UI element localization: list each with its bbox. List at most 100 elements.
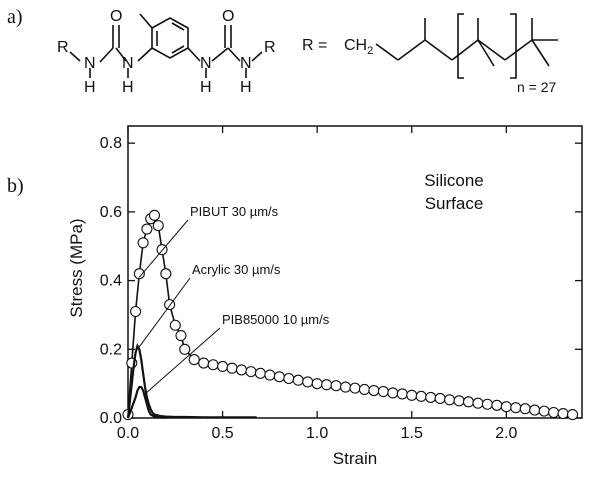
data-point <box>529 404 541 416</box>
data-point <box>453 395 465 407</box>
n-atom-label: N <box>200 55 212 72</box>
data-point <box>302 376 314 388</box>
series-label: PIBUT 30 µm/s <box>190 204 279 219</box>
annotation-leader <box>137 277 191 350</box>
bond <box>375 43 399 61</box>
x-tick-label: 2.0 <box>495 425 517 442</box>
repeat-bracket-left <box>457 13 464 79</box>
n-atom-label: N <box>84 55 96 72</box>
y-tick-label: 0.6 <box>100 204 122 221</box>
data-point <box>137 237 149 249</box>
data-point <box>519 403 531 415</box>
bond <box>171 45 185 54</box>
data-point <box>217 360 229 373</box>
data-point <box>254 367 266 379</box>
data-point <box>330 380 342 392</box>
data-point <box>148 209 161 221</box>
y-tick-label: 0.0 <box>100 410 122 427</box>
data-point <box>133 268 145 280</box>
panel-a-label: a) <box>7 6 23 28</box>
bond <box>99 47 114 63</box>
bond <box>424 39 453 61</box>
h-atom-label: H <box>200 79 212 96</box>
data-point <box>311 378 323 390</box>
data-point <box>339 381 352 393</box>
data-point <box>510 402 522 414</box>
bond <box>504 39 533 61</box>
n-atom-label: N <box>240 55 252 72</box>
data-point <box>434 392 446 404</box>
data-point <box>226 362 238 374</box>
bond <box>451 39 479 61</box>
chemical-structure: R N N N N H H H H O O R R = CH2 n = 27 <box>57 8 558 96</box>
bond <box>115 47 127 62</box>
data-point <box>444 394 456 406</box>
structure-bonds <box>69 13 558 79</box>
r-definition-label: R = <box>302 37 327 54</box>
bond <box>251 51 263 62</box>
x-tick-label: 1.5 <box>401 425 423 442</box>
structure-atoms: R N N N N H H H H O O R R = CH2 n = 27 <box>57 8 557 96</box>
data-point <box>500 401 512 413</box>
h-atom-label: H <box>240 79 252 96</box>
y-axis-label: Stress (MPa) <box>67 218 86 317</box>
series-label: Acrylic 30 µm/s <box>192 262 281 277</box>
bond <box>171 22 185 31</box>
data-point <box>321 379 333 391</box>
data-point <box>160 268 172 280</box>
bond <box>137 47 153 62</box>
data-point <box>358 383 371 396</box>
repeat-bracket-right <box>510 13 517 79</box>
o-atom-label: O <box>222 8 234 25</box>
annotation-leader <box>144 327 221 395</box>
methyl-bond <box>139 13 153 29</box>
repeat-count-label: n = 27 <box>517 79 557 95</box>
data-point <box>207 359 219 371</box>
annotation-leader <box>138 219 189 278</box>
bond <box>211 47 229 62</box>
ch2-label: CH2 <box>344 37 373 57</box>
x-tick-label: 0.0 <box>117 425 139 442</box>
inset-text: Surface <box>425 194 484 213</box>
bond <box>397 39 426 61</box>
bond <box>227 47 241 62</box>
data-point <box>273 371 285 383</box>
data-point <box>406 389 418 401</box>
panel-b-label: b) <box>7 175 24 197</box>
n-atom-label: N <box>122 55 134 72</box>
h-atom-label: H <box>84 79 96 96</box>
r-left-label: R <box>57 39 69 56</box>
data-point <box>462 396 475 408</box>
data-point <box>179 343 191 355</box>
data-point <box>349 382 361 394</box>
bond <box>187 47 201 62</box>
x-tick-label: 0.5 <box>211 425 233 442</box>
x-axis-label: Strain <box>333 449 377 468</box>
data-point <box>557 407 569 420</box>
y-tick-label: 0.8 <box>100 135 122 152</box>
bond <box>531 39 550 67</box>
data-point <box>175 330 187 342</box>
data-point <box>130 305 142 318</box>
series-line-1 <box>126 342 257 419</box>
series-label: PIB85000 10 µm/s <box>222 312 330 327</box>
data-point <box>283 372 295 385</box>
inset-text: Silicone <box>424 171 484 190</box>
data-point <box>491 399 503 411</box>
h-atom-label: H <box>122 79 134 96</box>
r-right-label: R <box>264 39 276 56</box>
y-tick-label: 0.2 <box>100 341 122 358</box>
data-point <box>169 319 181 331</box>
data-point <box>415 390 427 402</box>
data-point <box>377 385 389 398</box>
data-point <box>481 398 493 410</box>
data-point <box>245 366 257 378</box>
chart-axes <box>127 125 583 419</box>
data-point <box>152 220 164 232</box>
bond <box>477 39 495 67</box>
bond <box>477 39 506 61</box>
data-point <box>548 406 560 419</box>
